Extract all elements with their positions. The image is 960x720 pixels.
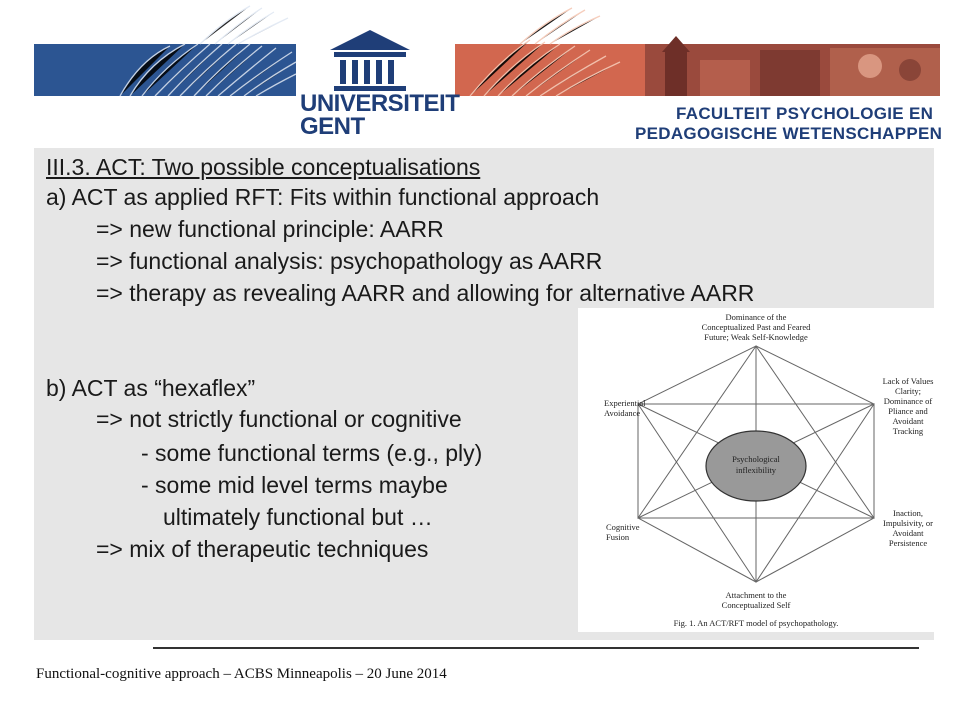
text-line: - some functional terms (e.g., ply) bbox=[141, 440, 483, 466]
text-line: - some mid level terms maybe bbox=[141, 472, 448, 498]
text-line: => not strictly functional or cognitive bbox=[96, 406, 462, 432]
left-bottom-label-2: Fusion bbox=[606, 532, 630, 542]
hexaflex-diagram: Psychological inflexibility Dominance of… bbox=[604, 312, 934, 628]
right-top-label-3: Dominance of bbox=[884, 396, 933, 406]
banner-artwork bbox=[34, 5, 940, 97]
university-line1: UNIVERSITEIT bbox=[300, 90, 460, 117]
right-top-label-5: Avoidant bbox=[892, 416, 924, 426]
ugent-logo bbox=[330, 30, 410, 91]
photo-building-2 bbox=[760, 50, 820, 96]
text-line: => mix of therapeutic techniques bbox=[96, 536, 429, 562]
faculty-line1: FACULTEIT PSYCHOLOGIE EN bbox=[676, 104, 934, 123]
bottom-label-2: Conceptualized Self bbox=[722, 600, 791, 610]
left-top-label-2: Avoidance bbox=[604, 408, 640, 418]
red-grass-texture bbox=[469, 7, 621, 97]
photo-building bbox=[700, 60, 750, 96]
right-bottom-label-1: Inaction, bbox=[893, 508, 923, 518]
grass-texture bbox=[119, 5, 297, 97]
text-line: => therapy as revealing AARR and allowin… bbox=[96, 280, 755, 306]
faculty-line2: PEDAGOGISCHE WETENSCHAPPEN bbox=[635, 124, 943, 143]
figure-caption: Fig. 1. An ACT/RFT model of psychopathol… bbox=[674, 618, 839, 628]
top-label-2: Conceptualized Past and Feared bbox=[702, 322, 812, 332]
center-label-2: inflexibility bbox=[736, 465, 777, 475]
center-label-1: Psychological bbox=[732, 454, 780, 464]
right-bottom-label-3: Avoidant bbox=[892, 528, 924, 538]
photo-tower-roof bbox=[662, 36, 690, 52]
red-grass-band bbox=[455, 44, 645, 96]
text-line: => functional analysis: psychopathology … bbox=[96, 248, 603, 274]
header-banner: UNIVERSITEIT GENT FACULTEIT PSYCHOLOGIE … bbox=[0, 0, 960, 148]
hexagram-lines bbox=[637, 345, 875, 583]
right-top-label-4: Pliance and bbox=[888, 406, 928, 416]
photo-tower bbox=[665, 52, 687, 96]
top-label-3: Future; Weak Self-Knowledge bbox=[704, 332, 808, 342]
footer-rule bbox=[153, 647, 919, 649]
right-top-label-1: Lack of Values bbox=[883, 376, 934, 386]
bottom-label-1: Attachment to the bbox=[726, 590, 787, 600]
photo-person bbox=[858, 54, 882, 78]
right-top-label-2: Clarity; bbox=[895, 386, 921, 396]
text-line: ultimately functional but … bbox=[163, 504, 433, 530]
right-top-label-6: Tracking bbox=[893, 426, 924, 436]
right-bottom-label-2: Impulsivity, or bbox=[883, 518, 933, 528]
hexaflex-figure: Psychological inflexibility Dominance of… bbox=[578, 308, 934, 632]
photo-person-2 bbox=[899, 59, 921, 81]
university-line2: GENT bbox=[300, 113, 365, 140]
photo-people bbox=[830, 48, 940, 96]
slide-heading: III.3. ACT: Two possible conceptualisati… bbox=[46, 154, 481, 180]
university-name: UNIVERSITEIT GENT bbox=[300, 90, 460, 140]
inflexibility-node bbox=[705, 430, 807, 502]
footer-text: Functional-cognitive approach – ACBS Min… bbox=[36, 666, 447, 682]
text-line: => new functional principle: AARR bbox=[96, 216, 444, 242]
top-label-1: Dominance of the bbox=[726, 312, 787, 322]
left-top-label-1: Experiential bbox=[604, 398, 646, 408]
text-line: b) ACT as “hexaflex” bbox=[46, 375, 256, 401]
left-bottom-label-1: Cognitive bbox=[606, 522, 640, 532]
text-line: a) ACT as applied RFT: Fits within funct… bbox=[46, 184, 600, 210]
right-bottom-label-4: Persistence bbox=[889, 538, 927, 548]
